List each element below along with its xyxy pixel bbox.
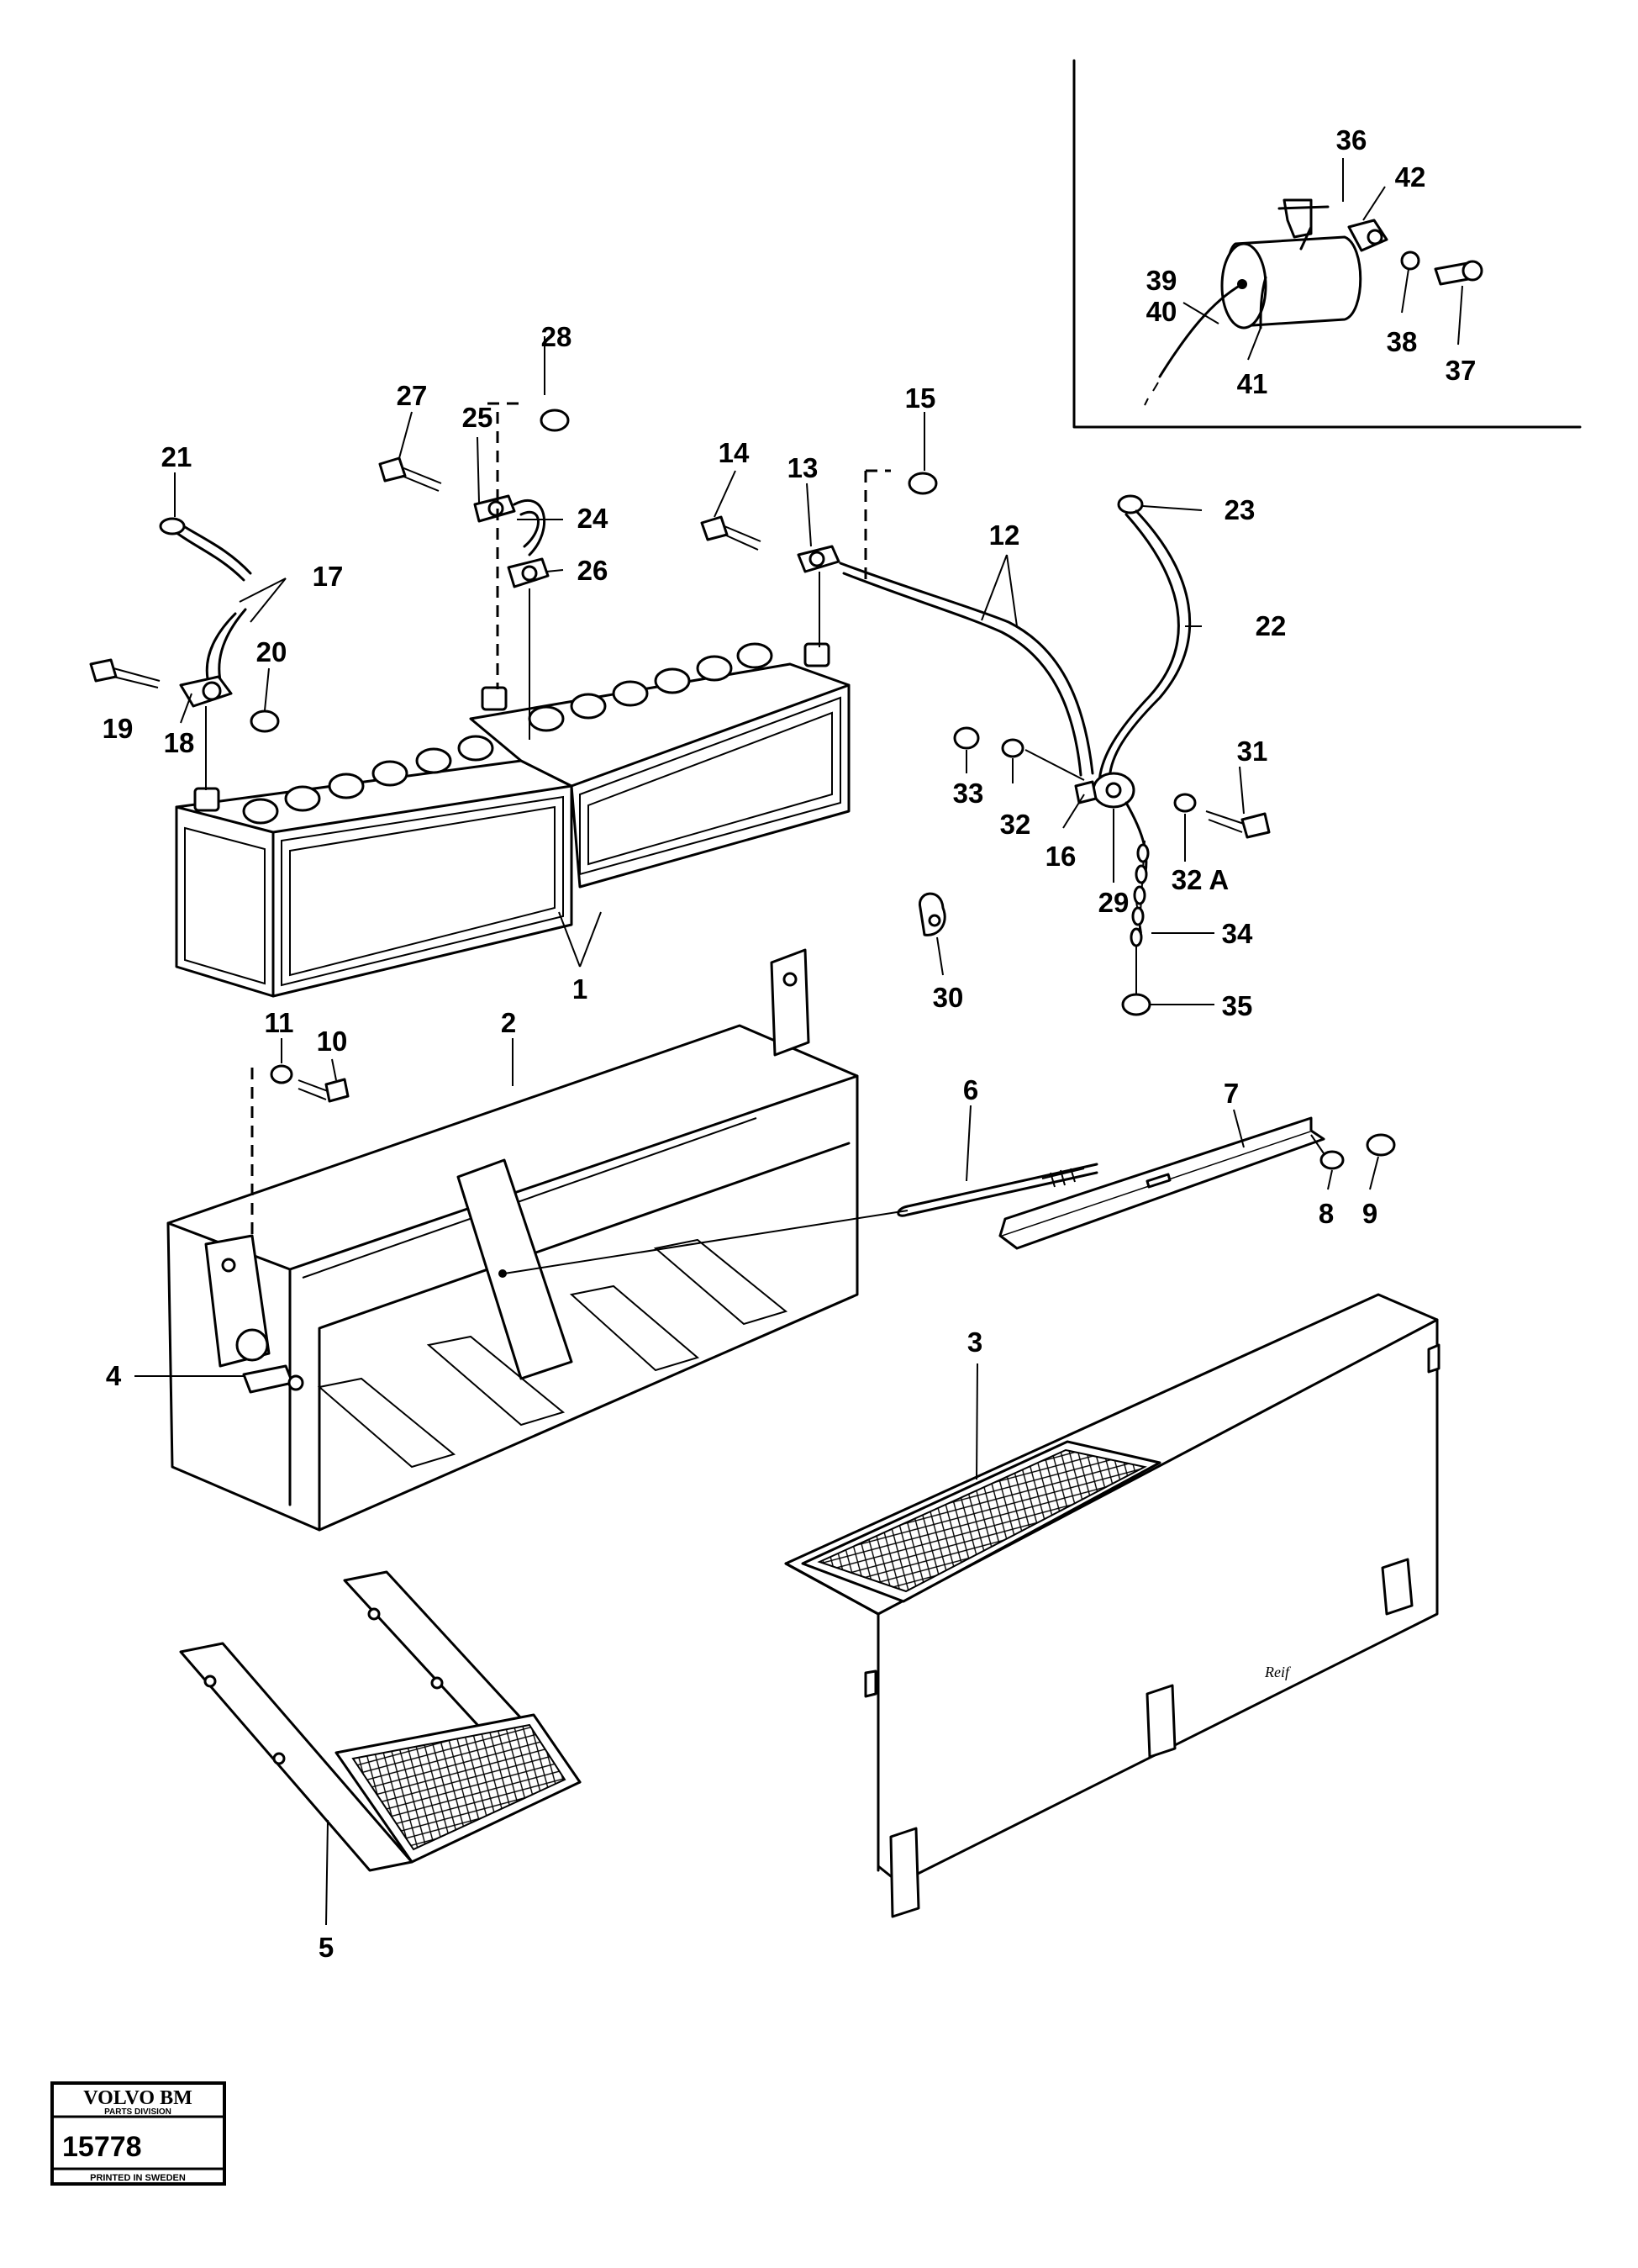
callout-13: 13 <box>787 452 819 483</box>
callout-8: 8 <box>1319 1198 1334 1229</box>
callout-15: 15 <box>905 382 936 414</box>
callout-41: 41 <box>1237 368 1268 399</box>
callout-20: 20 <box>256 636 287 667</box>
callout-12: 12 <box>989 520 1020 551</box>
callout-37: 37 <box>1446 355 1477 386</box>
artist-mark: Reif <box>1264 1664 1292 1680</box>
callout-22: 22 <box>1256 610 1287 641</box>
callout-32a: 32 A <box>1172 864 1229 895</box>
callout-36: 36 <box>1336 124 1367 156</box>
inset-box <box>1072 59 1582 429</box>
callout-30: 30 <box>933 982 964 1013</box>
battery-box <box>166 948 859 1532</box>
callout-25: 25 <box>462 402 493 433</box>
callout-5: 5 <box>319 1932 334 1963</box>
callout-18: 18 <box>164 727 195 758</box>
cell-caps-left <box>242 735 494 825</box>
battery-right <box>469 642 851 889</box>
callout-11: 11 <box>265 1007 294 1038</box>
callout-17: 17 <box>313 561 344 592</box>
callout-14: 14 <box>719 437 750 468</box>
callout-29: 29 <box>1098 887 1130 918</box>
callout-9: 9 <box>1362 1198 1377 1229</box>
callout-4: 4 <box>106 1360 122 1391</box>
callout-2: 2 <box>501 1007 516 1038</box>
callout-labels: 1 2 3 4 5 6 7 8 9 10 11 12 13 14 15 16 1… <box>103 124 1477 1963</box>
solenoid-assembly <box>1144 198 1483 406</box>
hold-down-strap <box>998 1116 1396 1250</box>
callout-16: 16 <box>1045 841 1077 872</box>
battery-cover: Reif <box>784 1293 1440 1918</box>
stamp-brand: VOLVO BM <box>83 2087 192 2109</box>
leader-lines <box>134 158 1379 1926</box>
callout-7: 7 <box>1224 1078 1239 1109</box>
callout-23: 23 <box>1225 494 1256 525</box>
battery-cables <box>89 402 1271 1016</box>
callout-35: 35 <box>1222 990 1253 1021</box>
callout-1: 1 <box>572 973 587 1005</box>
stamp-division: PARTS DIVISION <box>104 2107 171 2117</box>
stamp-number: 15778 <box>62 2131 142 2163</box>
cell-caps-right <box>528 642 773 732</box>
callout-33: 33 <box>953 778 984 809</box>
callout-10: 10 <box>317 1026 348 1057</box>
callout-26: 26 <box>577 555 608 586</box>
callout-32: 32 <box>1000 809 1031 840</box>
volvo-stamp: VOLVO BM PARTS DIVISION 15778 PRINTED IN… <box>50 2081 226 2186</box>
callout-19: 19 <box>103 713 134 744</box>
callout-42: 42 <box>1395 161 1426 193</box>
callout-38: 38 <box>1387 326 1418 357</box>
callout-24: 24 <box>577 503 608 534</box>
callout-31: 31 <box>1237 736 1268 767</box>
step-bracket <box>179 1570 582 1872</box>
hold-down-rod <box>897 1163 1098 1217</box>
callout-27: 27 <box>397 380 428 411</box>
callout-3: 3 <box>967 1327 982 1358</box>
callout-6: 6 <box>963 1074 978 1105</box>
callout-39: 39 <box>1146 265 1177 296</box>
stamp-printed: PRINTED IN SWEDEN <box>90 2173 186 2183</box>
battery-left <box>175 735 573 998</box>
callout-21: 21 <box>161 441 192 472</box>
callout-40: 40 <box>1146 296 1177 327</box>
callout-28: 28 <box>541 321 572 352</box>
callout-34: 34 <box>1222 918 1253 949</box>
